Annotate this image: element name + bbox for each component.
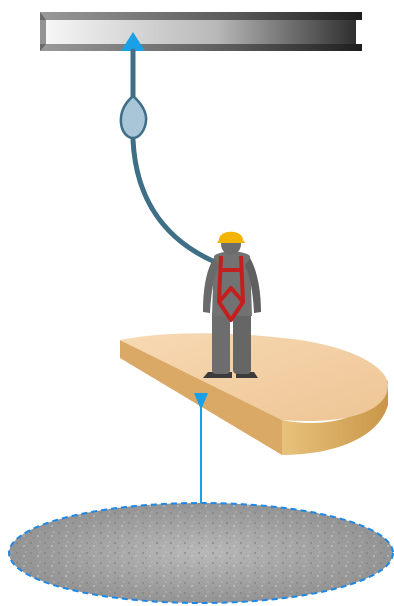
lanyard: [133, 51, 215, 262]
ground-icon: [9, 503, 393, 603]
shock-absorber-icon: [121, 96, 146, 138]
i-beam-anchor-icon: [40, 12, 362, 51]
platform-icon: [120, 333, 388, 455]
